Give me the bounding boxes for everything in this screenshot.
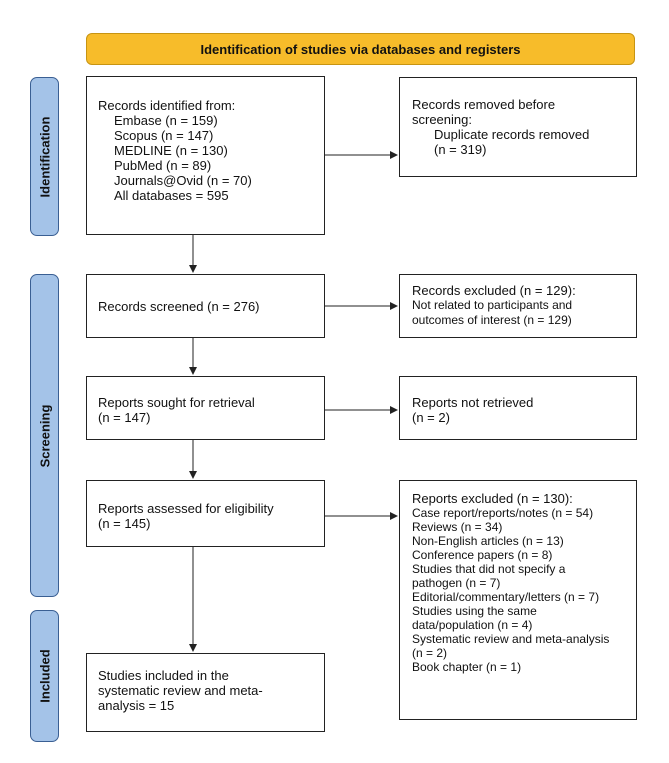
excluded-reason-12: Book chapter (n = 1) [412,660,522,674]
records-screened-box: Records screened (n = 276) [86,274,325,338]
removed-detail-1: Duplicate records removed [434,127,590,142]
phase-identification: Identification [30,77,59,236]
records-identified-box: Records identified from: Embase (n = 159… [86,76,325,235]
included-line-1: Studies included in the [98,668,229,683]
source-journals-ovid: Journals@Ovid (n = 70) [114,173,252,188]
included-line-2: systematic review and meta- [98,683,263,698]
excluded-reason-6: pathogen (n = 7) [412,576,501,590]
not-retrieved-line-1: Reports not retrieved [412,395,534,410]
source-medline: MEDLINE (n = 130) [114,143,228,158]
excluded-reason-7: Editorial/commentary/letters (n = 7) [412,590,600,604]
reports-assessed-box: Reports assessed for eligibility (n = 14… [86,480,325,547]
reports-excluded-heading: Reports excluded (n = 130): [412,491,573,506]
assessed-line-1: Reports assessed for eligibility [98,501,274,516]
records-identified-heading: Records identified from: [98,98,236,113]
sought-line-1: Reports sought for retrieval [98,395,255,410]
banner-title: Identification of studies via databases … [200,41,521,57]
excluded-reason-4: Conference papers (n = 8) [412,548,553,562]
excluded-reason-8: Studies using the same [412,604,537,618]
source-scopus: Scopus (n = 147) [114,128,214,143]
sought-line-2: (n = 147) [98,410,151,425]
excluded-reason-5: Studies that did not specify a [412,562,566,576]
records-excluded-box: Records excluded (n = 129): Not related … [399,274,637,338]
banner: Identification of studies via databases … [86,33,635,65]
excluded-reason-3: Non-English articles (n = 13) [412,534,564,548]
not-retrieved-line-2: (n = 2) [412,410,450,425]
source-all-databases: All databases = 595 [114,188,229,203]
excluded-line-2: Not related to participants and [412,298,573,312]
source-embase: Embase (n = 159) [114,113,218,128]
excluded-reason-10: Systematic review and meta-analysis [412,632,610,646]
removed-detail-2: (n = 319) [434,142,487,157]
reports-sought-box: Reports sought for retrieval (n = 147) [86,376,325,440]
removed-line-2: screening: [412,112,472,127]
excluded-reason-9: data/population (n = 4) [412,618,533,632]
excluded-line-3: outcomes of interest (n = 129) [412,313,572,327]
excluded-reason-1: Case report/reports/notes (n = 54) [412,506,594,520]
excluded-reason-2: Reviews (n = 34) [412,520,503,534]
removed-line-1: Records removed before [412,97,556,112]
reports-not-retrieved-box: Reports not retrieved (n = 2) [399,376,637,440]
included-line-3: analysis = 15 [98,698,175,713]
assessed-line-2: (n = 145) [98,516,151,531]
records-removed-box: Records removed before screening: Duplic… [399,77,637,177]
records-screened-text: Records screened (n = 276) [98,299,260,314]
studies-included-box: Studies included in the systematic revie… [86,653,325,732]
reports-excluded-box: Reports excluded (n = 130): Case report/… [399,480,637,720]
phase-included: Included [30,610,59,742]
excluded-line-1: Records excluded (n = 129): [412,283,576,298]
source-pubmed: PubMed (n = 89) [114,158,212,173]
excluded-reason-11: (n = 2) [412,646,448,660]
phase-screening: Screening [30,274,59,597]
